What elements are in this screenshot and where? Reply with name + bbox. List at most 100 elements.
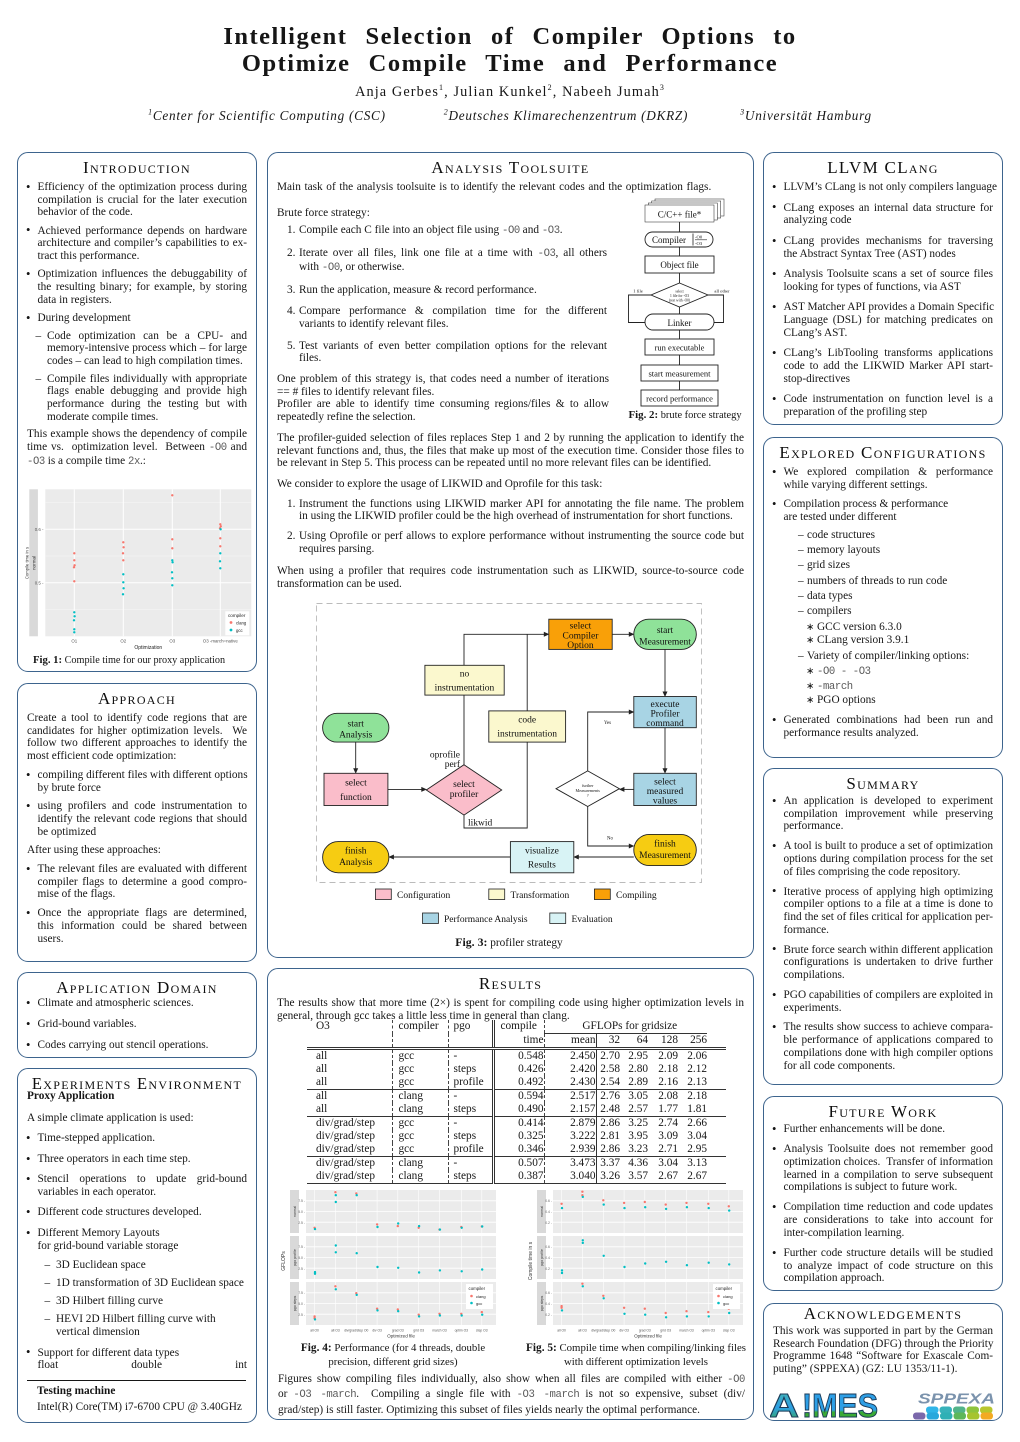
svg-text:2.5 -: 2.5 - bbox=[298, 1221, 305, 1225]
svg-text:normal: normal bbox=[32, 556, 37, 570]
svg-text:instrumentation: instrumentation bbox=[435, 684, 495, 694]
svg-text:0.4 -: 0.4 - bbox=[545, 1210, 552, 1214]
svg-text:Measurements: Measurements bbox=[575, 788, 600, 793]
svg-text:7.5 -: 7.5 - bbox=[298, 1245, 305, 1249]
svg-text:all O3: all O3 bbox=[331, 1329, 340, 1333]
svg-text:run executable: run executable bbox=[655, 343, 705, 353]
svg-text:0.2 -: 0.2 - bbox=[545, 1221, 552, 1225]
svg-text:finish: finish bbox=[654, 839, 676, 850]
svg-text:Measurement: Measurement bbox=[639, 851, 691, 861]
svg-text:div/grad/step O0: div/grad/step O0 bbox=[591, 1329, 615, 1333]
svg-text:clang: clang bbox=[476, 1294, 486, 1299]
svg-text:pgo steps: pgo steps bbox=[293, 1296, 297, 1312]
svg-text:5.0 -: 5.0 - bbox=[298, 1256, 305, 1260]
svg-text:0.6 -: 0.6 - bbox=[545, 1199, 552, 1203]
svg-text:further: further bbox=[582, 783, 594, 788]
svg-text:select: select bbox=[453, 780, 475, 790]
svg-text:Optimized file: Optimized file bbox=[634, 1334, 662, 1339]
svg-text:0.6 -: 0.6 - bbox=[35, 527, 44, 532]
svg-text:grad O3: grad O3 bbox=[392, 1329, 404, 1333]
svg-text:Compile time in s: Compile time in s bbox=[25, 547, 30, 579]
svg-text:2.5 -: 2.5 - bbox=[298, 1267, 305, 1271]
svg-text:Evaluation: Evaluation bbox=[572, 915, 613, 925]
svg-text:GFLOPs: GFLOPs bbox=[281, 1251, 287, 1271]
svg-text:perf: perf bbox=[445, 759, 461, 770]
svg-text:Performance Analysis: Performance Analysis bbox=[444, 914, 528, 925]
svg-text:0.4 -: 0.4 - bbox=[545, 1302, 552, 1306]
svg-text:7.5 -: 7.5 - bbox=[298, 1199, 305, 1203]
svg-text:Compiler: Compiler bbox=[563, 632, 600, 642]
svg-text:command: command bbox=[646, 719, 684, 729]
svg-text:record performance: record performance bbox=[646, 394, 713, 404]
svg-text:select: select bbox=[345, 779, 367, 789]
svg-text:0.2 -: 0.2 - bbox=[545, 1313, 552, 1317]
svg-text:gcc: gcc bbox=[723, 1301, 729, 1306]
svg-text:div O3: div O3 bbox=[619, 1329, 629, 1333]
svg-text:Profiler: Profiler bbox=[650, 709, 680, 720]
svg-text:step O3: step O3 bbox=[476, 1329, 488, 1333]
svg-text:O2: O2 bbox=[120, 639, 126, 644]
svg-text:all other: all other bbox=[714, 289, 730, 294]
svg-text:all O3: all O3 bbox=[578, 1329, 587, 1333]
svg-text:Fig. 3: profiler strategy: Fig. 3: profiler strategy bbox=[455, 935, 563, 949]
svg-text:O3 -march=native: O3 -march=native bbox=[203, 639, 239, 644]
svg-text:div/grad/step O0: div/grad/step O0 bbox=[344, 1329, 368, 1333]
svg-text:compiler: compiler bbox=[228, 613, 246, 618]
svg-text:march O3: march O3 bbox=[679, 1329, 694, 1333]
svg-text:all O0: all O0 bbox=[557, 1329, 566, 1333]
svg-text:step O3: step O3 bbox=[723, 1329, 735, 1333]
svg-text:optim O3: optim O3 bbox=[702, 1329, 716, 1333]
svg-text:2.5 -: 2.5 - bbox=[298, 1313, 305, 1317]
svg-text:!MES: !MES bbox=[802, 1390, 878, 1423]
svg-text:O1: O1 bbox=[71, 639, 77, 644]
svg-text:start: start bbox=[348, 720, 365, 730]
svg-text:values: values bbox=[653, 797, 678, 807]
svg-text:normal: normal bbox=[293, 1206, 297, 1217]
svg-text:5.0 -: 5.0 - bbox=[298, 1210, 305, 1214]
svg-text:7.5 -: 7.5 - bbox=[298, 1291, 305, 1295]
svg-text:Compile time in s: Compile time in s bbox=[528, 1241, 534, 1280]
svg-text:select: select bbox=[654, 778, 676, 788]
svg-text:select: select bbox=[570, 622, 592, 632]
svg-text:?: ? bbox=[587, 793, 589, 798]
svg-text:0.5 -: 0.5 - bbox=[35, 581, 44, 586]
svg-text:start: start bbox=[657, 626, 674, 636]
svg-text:Yes: Yes bbox=[604, 721, 611, 726]
svg-text:select: select bbox=[675, 290, 683, 294]
svg-text:instrumentation: instrumentation bbox=[497, 730, 557, 740]
svg-text:div O3: div O3 bbox=[372, 1329, 382, 1333]
svg-text:oprofile: oprofile bbox=[430, 750, 460, 761]
svg-text:Configuration: Configuration bbox=[397, 890, 451, 901]
svg-text:visualize: visualize bbox=[525, 847, 559, 857]
svg-text:march O3: march O3 bbox=[432, 1329, 447, 1333]
svg-text:optim O3: optim O3 bbox=[455, 1329, 469, 1333]
svg-text:SPPEXA: SPPEXA bbox=[918, 1391, 995, 1408]
svg-text:normal: normal bbox=[540, 1206, 544, 1217]
svg-text:Measurement: Measurement bbox=[639, 638, 691, 648]
svg-text:likwid: likwid bbox=[468, 819, 493, 829]
svg-text:C/C++ file*: C/C++ file* bbox=[658, 210, 702, 220]
svg-text:Compiler: Compiler bbox=[652, 235, 686, 245]
svg-text:-O3: -O3 bbox=[695, 241, 703, 246]
svg-text:compiler: compiler bbox=[469, 1286, 486, 1291]
svg-text:pgo steps: pgo steps bbox=[540, 1296, 544, 1312]
svg-text:1 file for -O3: 1 file for -O3 bbox=[670, 294, 689, 298]
svg-text:gcc: gcc bbox=[236, 628, 244, 633]
svg-text:compiler: compiler bbox=[716, 1286, 733, 1291]
svg-text:execute: execute bbox=[650, 700, 679, 710]
svg-text:gcc: gcc bbox=[476, 1301, 482, 1306]
svg-text:No: No bbox=[607, 837, 613, 842]
svg-text:0.6 -: 0.6 - bbox=[545, 1291, 552, 1295]
svg-text:pgo profile: pgo profile bbox=[293, 1249, 297, 1266]
svg-text:no: no bbox=[460, 670, 470, 680]
svg-text:profiler: profiler bbox=[450, 789, 479, 800]
svg-text:1 file: 1 file bbox=[633, 289, 643, 294]
svg-text:-O0: -O0 bbox=[695, 235, 703, 240]
svg-text:Optimized file: Optimized file bbox=[387, 1334, 415, 1339]
svg-text:0.2 -: 0.2 - bbox=[545, 1267, 552, 1271]
svg-text:0.4 -: 0.4 - bbox=[545, 1256, 552, 1260]
svg-text:finish: finish bbox=[345, 846, 367, 857]
svg-text:function: function bbox=[340, 792, 372, 803]
svg-text:(rest with -O0): (rest with -O0) bbox=[669, 299, 691, 303]
svg-text:grad O3: grad O3 bbox=[639, 1329, 651, 1333]
